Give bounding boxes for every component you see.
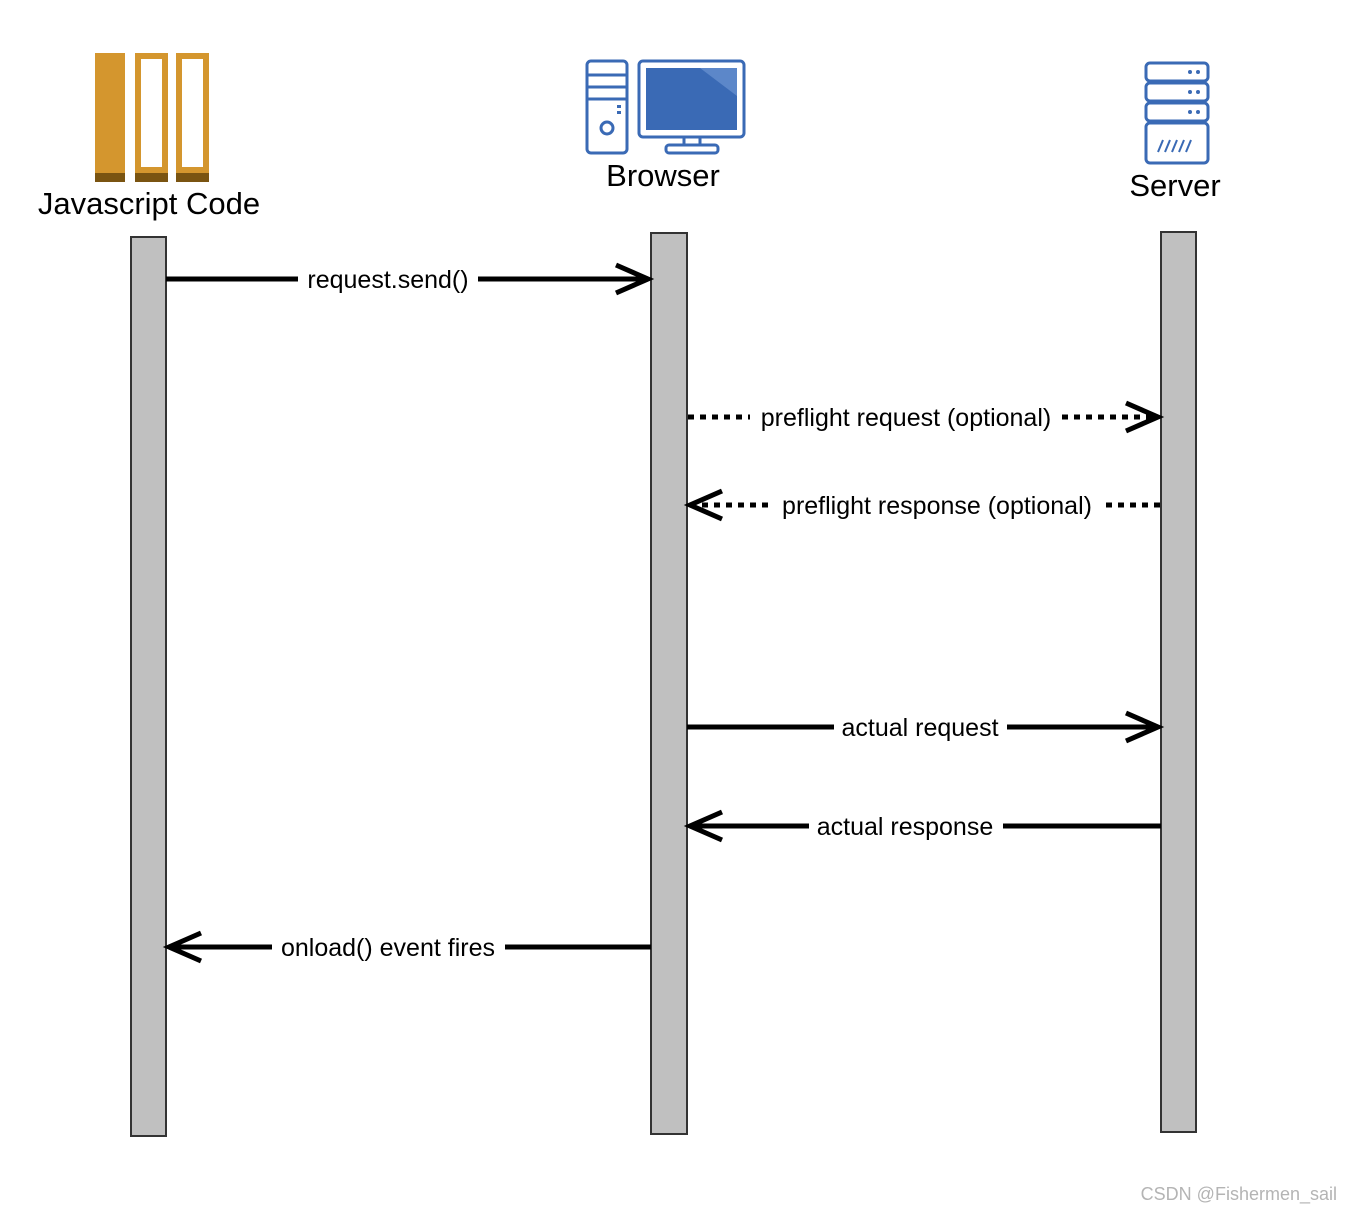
arrow-right-icon (1124, 710, 1165, 744)
actor-label-server: Server (1129, 168, 1220, 203)
books-icon (95, 53, 209, 182)
message-preflight-response: preflight response (optional) (683, 488, 1160, 522)
message-actual-response: actual response (683, 809, 1161, 843)
message-label-actual-request: actual request (841, 714, 998, 742)
message-request-send: request.send() (166, 262, 655, 296)
message-onload-event: onload() event fires (162, 930, 651, 964)
message-label-preflight-response: preflight response (optional) (782, 492, 1092, 520)
message-actual-request: actual request (687, 710, 1165, 744)
lifeline-javascript-code (130, 236, 167, 1137)
message-label-preflight-request: preflight request (optional) (761, 404, 1051, 432)
server-rack-icon (1144, 61, 1210, 165)
message-label-onload-event: onload() event fires (281, 934, 495, 962)
message-label-actual-response: actual response (817, 813, 994, 841)
lifeline-server (1160, 231, 1197, 1133)
actor-label-javascript-code: Javascript Code (38, 186, 260, 221)
watermark-text: CSDN @Fishermen_sail (1141, 1184, 1337, 1205)
lifeline-browser (650, 232, 688, 1135)
desktop-computer-icon (585, 59, 746, 155)
actor-server: Server (1129, 61, 1221, 1133)
actor-browser: Browser (585, 59, 746, 1135)
actor-label-browser: Browser (606, 158, 720, 193)
actor-javascript-code: Javascript Code (38, 53, 260, 1137)
arrow-right-icon (614, 262, 655, 296)
arrow-left-icon (683, 488, 724, 522)
arrow-right-icon (1124, 400, 1165, 434)
message-preflight-request: preflight request (optional) (688, 400, 1165, 434)
message-label-request-send: request.send() (307, 266, 468, 294)
arrow-left-icon (162, 930, 203, 964)
arrow-left-icon (683, 809, 724, 843)
